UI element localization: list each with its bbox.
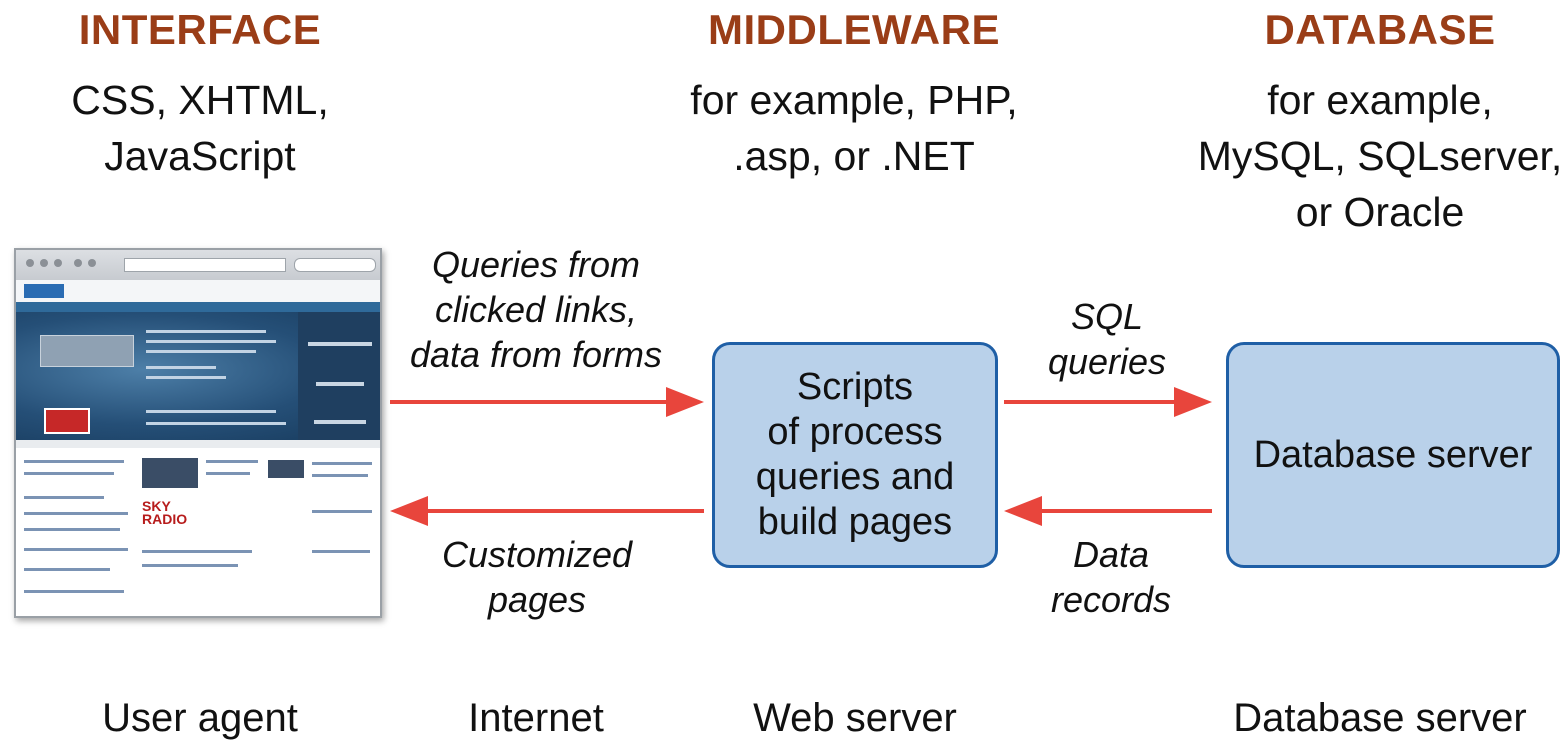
database-server-label: Database server — [1233, 696, 1527, 740]
content-line — [312, 550, 370, 553]
database-line-3: or Oracle — [1295, 189, 1465, 235]
arrow-records-left — [1004, 496, 1212, 526]
site-hero-product-image — [40, 335, 134, 367]
database-line-2: MySQL, SQLserver, — [1197, 133, 1563, 179]
sidebar-link — [314, 420, 366, 424]
middleware-heading: MIDDLEWARE — [708, 6, 1000, 53]
content-line — [24, 460, 124, 463]
customized-label-line-1: Customized — [441, 534, 633, 575]
site-header — [16, 280, 380, 302]
content-line — [24, 496, 104, 499]
scripts-box: Scripts of process queries and build pag… — [712, 342, 998, 568]
content-line — [206, 472, 250, 475]
interface-line-2: JavaScript — [104, 133, 296, 179]
content-line — [24, 568, 110, 571]
database-server-box-label: Database server — [1253, 433, 1533, 476]
site-badge — [44, 408, 90, 434]
database-server-box: Database server — [1226, 342, 1560, 568]
interface-description: CSS, XHTML, JavaScript — [20, 72, 380, 184]
interface-line-1: CSS, XHTML, — [71, 77, 329, 123]
scripts-line-2: of process — [767, 411, 943, 453]
sidebar-link — [316, 382, 364, 386]
queries-label-line-2: clicked links, — [434, 289, 638, 330]
scripts-line-3: queries and — [755, 456, 955, 498]
user-agent-label: User agent — [102, 696, 298, 740]
sql-label-line-1: SQL — [1070, 296, 1144, 337]
queries-label-line-3: data from forms — [409, 334, 663, 375]
interface-heading: INTERFACE — [78, 6, 322, 53]
middleware-line-2: .asp, or .NET — [733, 133, 975, 179]
browser-button — [88, 259, 96, 267]
data-records-label: Data records — [1016, 532, 1206, 622]
content-thumbnail — [268, 460, 304, 478]
arrow-sql-right — [1004, 387, 1212, 417]
content-line — [24, 590, 124, 593]
content-line — [312, 462, 372, 465]
content-line — [206, 460, 258, 463]
middleware-description: for example, PHP, .asp, or .NET — [644, 72, 1064, 184]
web-server-label: Web server — [753, 696, 957, 740]
site-logo — [24, 284, 64, 298]
content-line — [312, 474, 368, 477]
sidebar-link — [308, 342, 372, 346]
scripts-line-4: build pages — [757, 501, 953, 543]
content-line — [142, 550, 252, 553]
site-nav-bar — [16, 302, 380, 312]
content-thumbnail — [142, 458, 198, 488]
content-line — [312, 510, 372, 513]
hero-text-line — [146, 340, 276, 343]
scripts-line-1: Scripts — [796, 366, 914, 408]
browser-button — [54, 259, 62, 267]
middleware-line-1: for example, PHP, — [690, 77, 1018, 123]
scripts-box-text: Scripts of process queries and build pag… — [756, 365, 955, 545]
hero-text-line — [146, 330, 266, 333]
database-description: for example, MySQL, SQLserver, or Oracle — [1180, 72, 1568, 240]
customized-pages-label: Customized pages — [412, 532, 662, 622]
database-heading: DATABASE — [1264, 6, 1496, 53]
customized-label-line-2: pages — [487, 579, 587, 620]
hero-text-line — [146, 350, 256, 353]
site-hero-sidebar — [298, 312, 380, 440]
queries-label-line-1: Queries from — [431, 244, 641, 285]
records-label-line-2: records — [1050, 579, 1172, 620]
hero-text-line — [146, 376, 226, 379]
arrow-customized-left — [390, 496, 704, 526]
internet-label: Internet — [468, 696, 604, 740]
hero-text-line — [146, 410, 276, 413]
hero-text-line — [146, 422, 286, 425]
browser-address-bar — [124, 258, 286, 272]
sql-queries-label: SQL queries — [1012, 294, 1202, 384]
content-line — [24, 548, 128, 551]
content-line — [24, 528, 120, 531]
database-line-1: for example, — [1267, 77, 1493, 123]
browser-button — [74, 259, 82, 267]
content-line — [142, 564, 238, 567]
queries-label: Queries from clicked links, data from fo… — [400, 242, 672, 377]
hero-text-line — [146, 366, 216, 369]
content-line — [24, 512, 128, 515]
sql-label-line-2: queries — [1047, 341, 1167, 382]
records-label-line-1: Data — [1072, 534, 1150, 575]
browser-search-field — [294, 258, 376, 272]
content-line — [24, 472, 114, 475]
browser-button — [40, 259, 48, 267]
browser-button — [26, 259, 34, 267]
arrow-queries-right — [390, 387, 704, 417]
